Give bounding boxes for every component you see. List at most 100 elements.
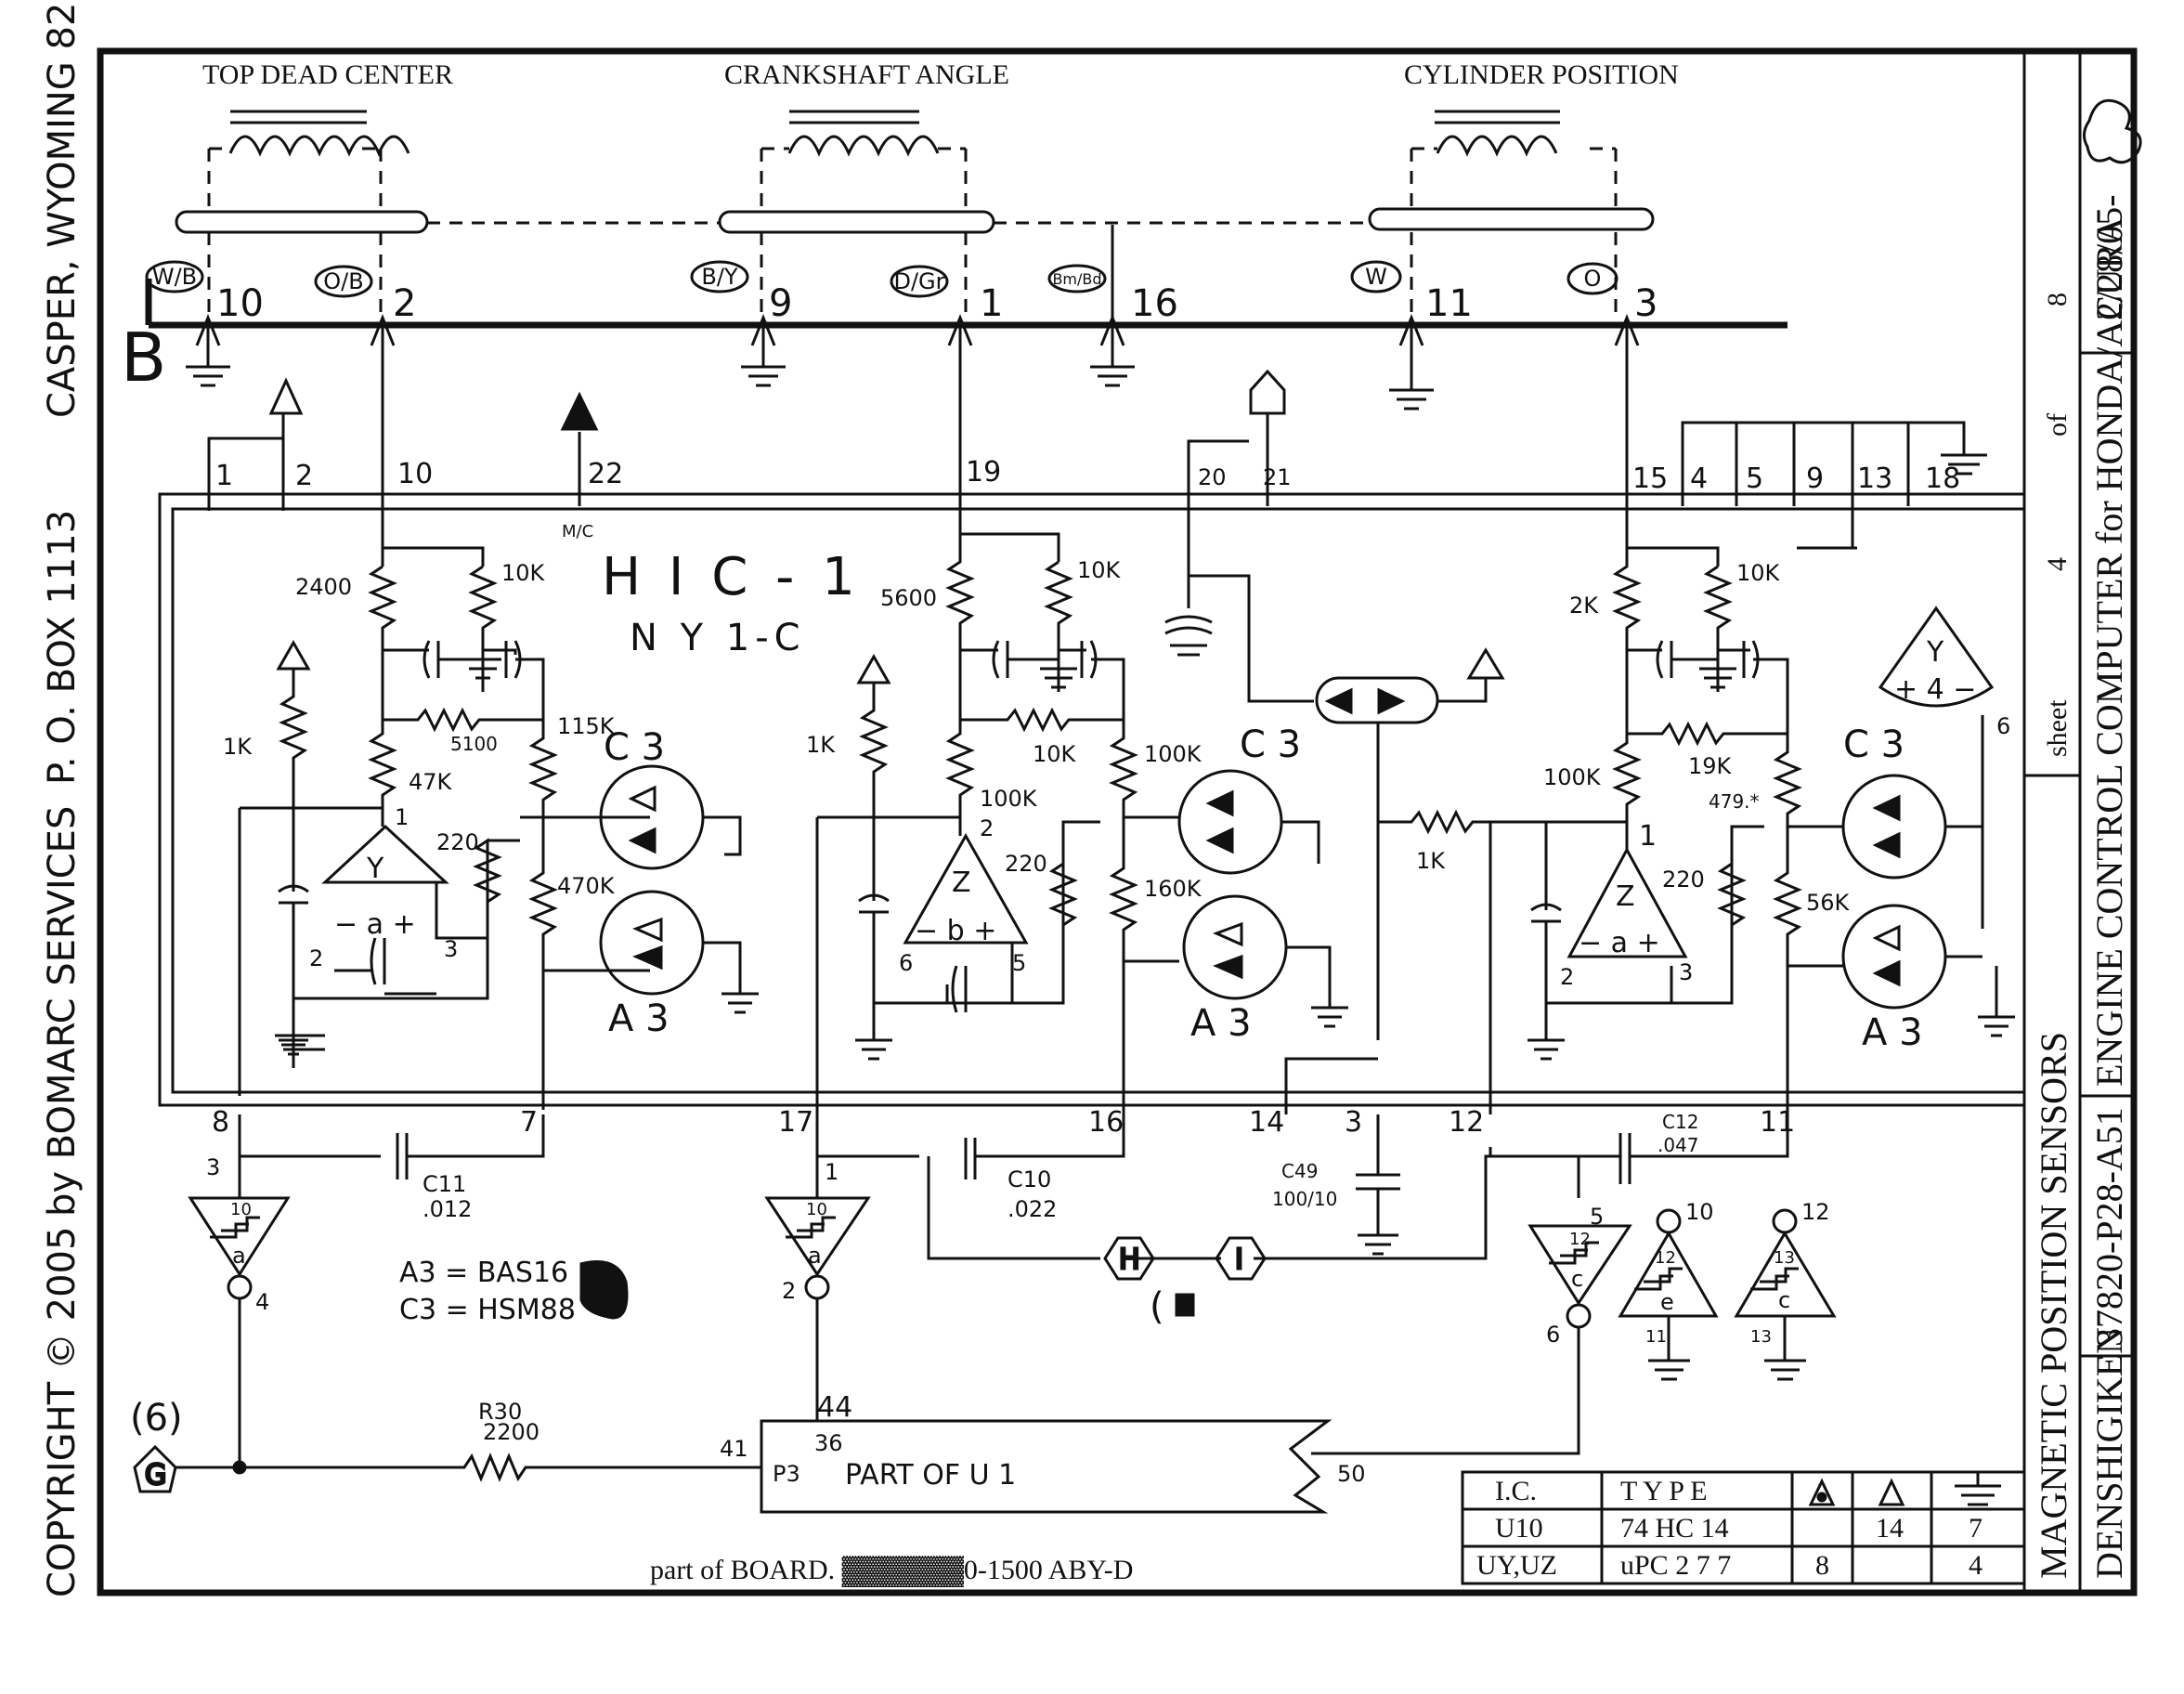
title-sheet-number: 4 [2042,557,2073,571]
opamp-y4 [1878,606,1995,827]
side-company: by BOMARC SERVICES [41,806,84,1217]
svg-text:H: H [1119,1244,1140,1276]
buffer-u10-c [1311,1224,1632,1455]
marker-i: I [1215,1236,1267,1281]
u1-pin-44: 44 [817,1391,852,1424]
label-115k: 115K [557,713,616,739]
buffer-a-pin3: 3 [206,1154,220,1180]
title-maker: DENSHIGIKEN [2088,1327,2130,1579]
buffer-b-pin1: 1 [825,1159,838,1185]
ic-table-cell: UY,UZ [1476,1550,1557,1581]
hic-pin-bottom: 12 [1449,1106,1484,1139]
label-56k: 56K [1806,890,1851,916]
label-cylinder-position: CYLINDER POSITION [1404,59,1679,90]
connector-pin-3: 3 [1634,282,1658,325]
connector-pin-1: 1 [980,282,1003,325]
buffer-f-name: c [1778,1287,1790,1313]
sensor-crankshaft [718,110,995,316]
opamp-pin-3-cyl: 3 [1679,959,1693,985]
buffer-e-pin11: 11 [1645,1327,1667,1347]
svg-text:Bm/Bd: Bm/Bd [1052,270,1101,288]
opamp-y4-pins: + 4 − [1894,673,1976,706]
hic-mc-label: M/C [562,522,593,541]
label-a3-tdc: A 3 [608,997,670,1040]
label-c10-value: .022 [1008,1196,1057,1222]
buffer-e-name: e [1660,1289,1674,1315]
redaction-mark [1175,1293,1195,1317]
label-c10: C10 [1008,1166,1051,1192]
label-5100: 5100 [450,733,498,755]
label-a3-cyl: A 3 [1862,1011,1923,1054]
opamp-pin-1: 1 [395,804,409,830]
buffer-c-name: c [1571,1266,1583,1292]
u1-p3: P3 [773,1461,800,1487]
label-10k-d: 10K [1736,560,1781,586]
label-160k: 160K [1144,876,1202,902]
wire-tag-bm-bd: Bm/Bd [1047,264,1107,293]
diode-pack-a3-crank [1182,894,1332,1000]
label-5600: 5600 [880,585,937,611]
buffer-u10-e [1618,1208,1719,1381]
opamp-ya-pins: − a + [334,908,416,941]
opamp-pin-2: 2 [309,945,323,971]
buffer-a-name: a [232,1243,246,1269]
label-2400: 2400 [295,574,352,600]
hic-pin-bottom: 17 [778,1106,813,1139]
buffer-u10-a [188,1196,291,1467]
side-address-box: P. O. BOX 1113 [41,510,84,785]
opamp-pin-2-crank: 2 [980,815,994,841]
hic-pin-bottom: 14 [1249,1106,1284,1139]
hic-pin-top: 20 [1198,464,1227,490]
label-19k: 19K [1688,753,1733,779]
u1-label: PART OF U 1 [845,1459,1016,1492]
label-c49: C49 [1281,1160,1318,1182]
title-date: 2/28/05- [2088,194,2130,320]
buffer-u10-b [764,1196,871,1421]
opamp-ya: Y [366,853,384,885]
sensor-tdc [175,110,429,316]
ic-table-header-type: T Y P E [1620,1476,1708,1506]
connector-pin-10: 10 [216,282,264,325]
hic-pin-top: 19 [966,456,1001,489]
title-sheet-of-count: 8 [2042,293,2073,306]
buffer-a-top: 10 [230,1200,252,1219]
label-479: 479.* [1709,790,1760,813]
label-r30: R30 [478,1399,522,1425]
label-c12-value: .047 [1658,1134,1699,1156]
connector-label: B [121,319,166,397]
title-subject: MAGNETIC POSITION SENSORS [2033,1032,2074,1579]
label-220-a: 220 [436,829,479,855]
hic-pin-bottom: 7 [520,1106,538,1139]
hic-pin-top: 4 [1690,463,1708,495]
u1-pin-50: 50 [1337,1461,1366,1487]
marker-g: G [133,1444,177,1493]
buffer-f-top: 13 [1774,1248,1795,1268]
opamp-pin-6-crank: 6 [899,950,913,976]
label-1k-c: 1K [1416,848,1446,874]
hic-pin-top: 18 [1925,463,1960,495]
legend-a3: A3 = BAS16 [399,1257,568,1289]
opamp-pin-3: 3 [444,936,458,962]
ic-table-header-ic: I.C. [1495,1476,1537,1506]
side-copyright: COPYRIGHT © 2005 [41,1227,84,1597]
r30-network [176,1453,761,1482]
label-10k-a: 10K [501,560,546,586]
label-1k-b: 1K [806,732,836,758]
hic-pin-top: 13 [1857,463,1892,495]
buffer-b-top: 10 [806,1200,827,1219]
opamp-zb: Z [952,867,971,899]
label-47k: 47K [409,769,453,795]
ic-table-cell: 7 [1969,1513,1982,1544]
connector-contacts [195,225,1640,506]
opamp-za-pins: − a + [1579,927,1660,959]
label-100k-b: 100K [1144,741,1202,767]
wire-tag-o-b: O/B [314,265,373,298]
hic-pin-top: 10 [397,458,433,490]
label-c11-value: .012 [422,1196,472,1222]
buffer-a-pin4: 4 [255,1289,269,1315]
label-c3-crank: C 3 [1240,723,1301,766]
label-100k-c: 100K [1543,764,1602,790]
u1-pin-36: 36 [814,1430,843,1456]
buffer-u10-f [1734,1208,1837,1381]
label-220-b: 220 [1005,851,1047,877]
